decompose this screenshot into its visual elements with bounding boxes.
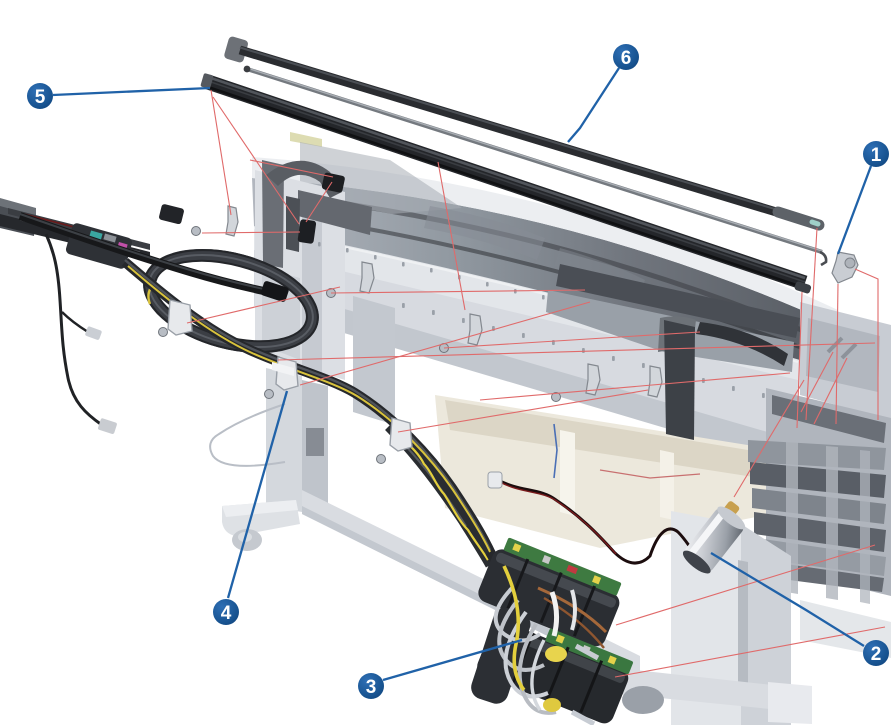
svg-text:6: 6 — [621, 48, 632, 69]
svg-text:3: 3 — [366, 677, 377, 698]
svg-text:1: 1 — [871, 145, 882, 166]
svg-text:2: 2 — [871, 644, 882, 665]
svg-text:4: 4 — [221, 603, 232, 624]
svg-text:5: 5 — [35, 87, 46, 108]
